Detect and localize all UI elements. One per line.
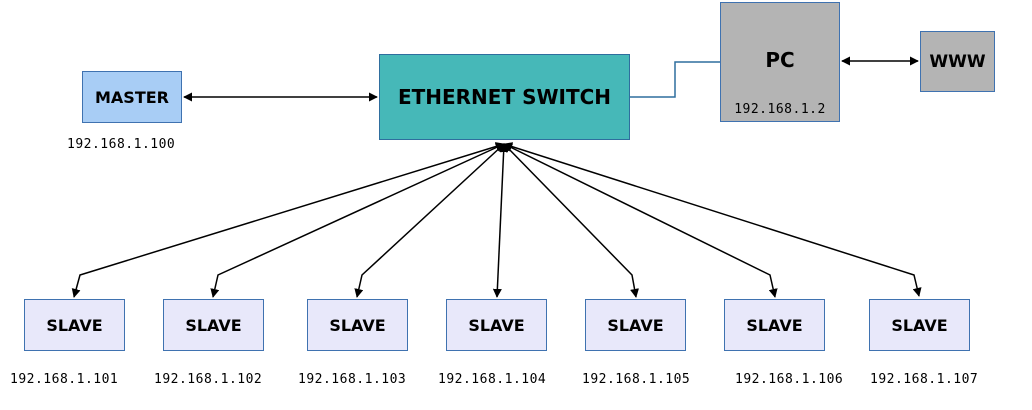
slave-6-link xyxy=(503,143,778,298)
slave-label: SLAVE xyxy=(607,315,664,335)
slave-label: SLAVE xyxy=(891,315,948,335)
slave-ip-1: 192.168.1.101 xyxy=(10,372,119,387)
master-node: MASTER xyxy=(82,71,182,123)
slave-7-link xyxy=(503,142,922,297)
slave-ip-7: 192.168.1.107 xyxy=(870,372,979,387)
slave-ip-3: 192.168.1.103 xyxy=(298,372,407,387)
slave-label: SLAVE xyxy=(746,315,803,335)
slave-label: SLAVE xyxy=(329,315,386,335)
www-label: WWW xyxy=(929,51,986,72)
pc-label: PC xyxy=(765,48,795,72)
slave-5-link xyxy=(503,143,639,298)
slave-node-7: SLAVE xyxy=(869,299,970,351)
switch-pc-link xyxy=(630,61,720,98)
slave-node-5: SLAVE xyxy=(585,299,686,351)
slave-label: SLAVE xyxy=(46,315,103,335)
master-ip: 192.168.1.100 xyxy=(67,137,176,152)
slave-4-link xyxy=(492,143,509,298)
ethernet-switch-node: ETHERNET SWITCH xyxy=(379,54,630,140)
slave-1-link xyxy=(71,142,505,298)
master-label: MASTER xyxy=(95,87,169,107)
slave-label: SLAVE xyxy=(468,315,525,335)
slave-ip-2: 192.168.1.102 xyxy=(154,372,263,387)
switch-label: ETHERNET SWITCH xyxy=(397,85,612,109)
slave-node-1: SLAVE xyxy=(24,299,125,351)
slave-node-4: SLAVE xyxy=(446,299,547,351)
pc-ip: 192.168.1.2 xyxy=(734,102,826,117)
slave-label: SLAVE xyxy=(185,315,242,335)
slave-ip-6: 192.168.1.106 xyxy=(735,372,844,387)
slave-node-2: SLAVE xyxy=(163,299,264,351)
pc-node: PC 192.168.1.2 xyxy=(720,2,840,122)
slave-ip-4: 192.168.1.104 xyxy=(438,372,547,387)
www-node: WWW xyxy=(920,31,995,92)
slave-node-3: SLAVE xyxy=(307,299,408,351)
slave-ip-5: 192.168.1.105 xyxy=(582,372,691,387)
slave-3-link xyxy=(354,143,505,298)
slave-node-6: SLAVE xyxy=(724,299,825,351)
